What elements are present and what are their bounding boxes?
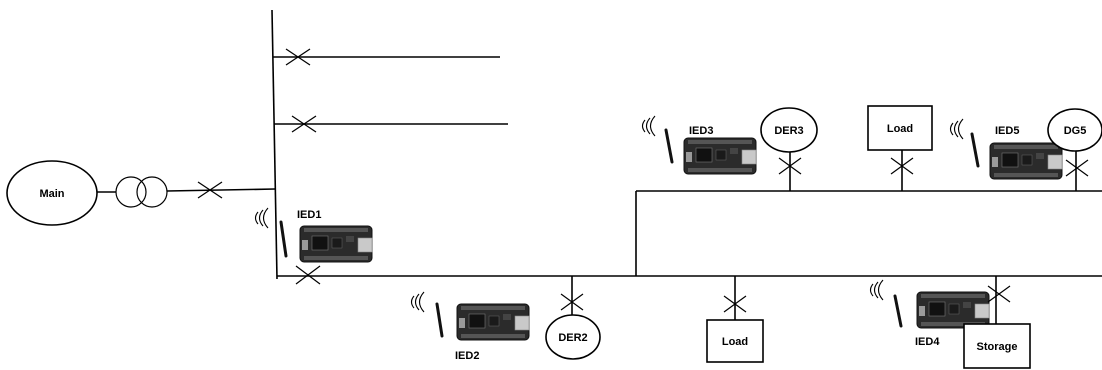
ied3-label: IED3 [689, 125, 713, 137]
wireless-icon [641, 115, 656, 137]
breaker-branch-2 [291, 115, 317, 133]
load-upper-box [867, 105, 933, 151]
storage-label: Storage [977, 341, 1018, 353]
breaker-load-lower [723, 295, 747, 313]
ied2: IED2 [410, 291, 530, 362]
embedded-board-icon [683, 137, 757, 175]
ied3: IED3 [641, 115, 757, 175]
breaker-der2 [560, 293, 584, 311]
embedded-board-icon [916, 291, 990, 329]
storage-box [963, 323, 1031, 369]
breaker-der3 [778, 157, 802, 175]
transformer-lead [166, 188, 276, 192]
breaker-dg5 [1065, 159, 1089, 177]
vertical-busbar [271, 9, 278, 280]
ied5-label: IED5 [995, 125, 1019, 137]
der3-label: DER3 [774, 125, 803, 137]
breaker-main [197, 181, 223, 199]
embedded-board-icon [299, 225, 373, 263]
load-lower-box [706, 319, 764, 363]
antenna-icon [279, 220, 288, 258]
antenna-icon [664, 128, 674, 164]
wireless-icon [410, 291, 425, 313]
load-lower-label: Load [722, 336, 748, 348]
ied4: IED4 [869, 279, 990, 348]
embedded-board-icon [456, 303, 530, 341]
ied1: IED1 [254, 207, 373, 263]
breaker-load-upper [890, 157, 914, 175]
antenna-icon [435, 302, 444, 338]
main-source-label: Main [39, 188, 64, 200]
wireless-icon [949, 118, 964, 140]
antenna-icon [970, 132, 980, 168]
antenna-icon [893, 294, 903, 328]
ied1-label: IED1 [297, 209, 321, 221]
breaker-storage [987, 285, 1011, 303]
main-source [6, 160, 98, 226]
wireless-icon [254, 207, 269, 229]
wireless-icon [869, 279, 884, 301]
breaker-branch-1 [285, 48, 311, 66]
breaker-ied1 [295, 265, 321, 285]
der2-generator [545, 314, 601, 360]
ied5: IED5 [949, 118, 1063, 180]
ied2-label: IED2 [455, 350, 479, 362]
embedded-board-icon [989, 142, 1063, 180]
load-upper-label: Load [887, 123, 913, 135]
der3-generator [760, 107, 818, 153]
ied4-label: IED4 [915, 336, 940, 348]
der2-label: DER2 [558, 332, 587, 344]
transformer [115, 176, 168, 208]
dg5-generator [1047, 108, 1102, 152]
dg5-label: DG5 [1064, 125, 1087, 137]
